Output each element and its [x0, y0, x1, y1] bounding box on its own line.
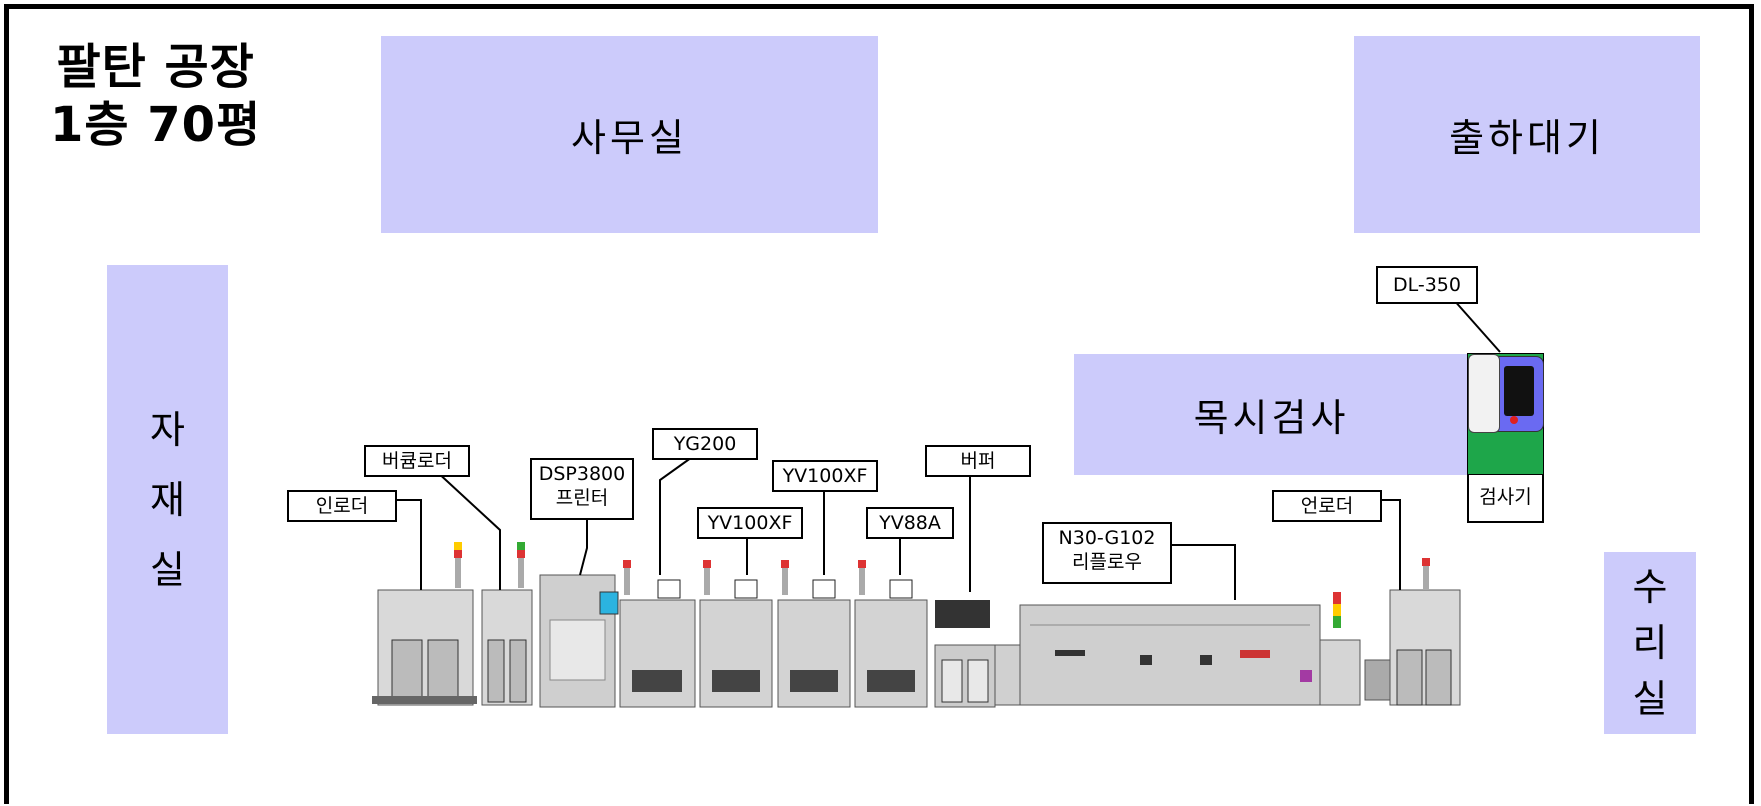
material-char-3: 실: [150, 547, 185, 592]
inspector-label: 검사기: [1467, 475, 1544, 523]
office-room: 사무실: [381, 36, 878, 233]
printer-label: DSP3800 프린터: [530, 458, 634, 520]
title-line-1: 팔탄 공장: [56, 39, 255, 95]
mounter-yv100xf-a: [699, 560, 773, 708]
repair-char-1: 수: [1632, 565, 1668, 609]
visual-inspection-room: 목시검사: [1074, 354, 1469, 475]
mounter-yg200: [619, 560, 696, 708]
inspector-model-label: DL-350: [1376, 266, 1478, 304]
material-char-2: 재: [150, 477, 185, 522]
inspector-light: [1510, 416, 1518, 424]
factory-frame: [4, 4, 1754, 804]
material-char-1: 자: [150, 407, 185, 452]
yv100xf-b-label: YV100XF: [697, 507, 803, 539]
shipping-label: 출하대기: [1449, 116, 1605, 160]
shipping-room: 출하대기: [1354, 36, 1700, 233]
mounter-yv100xf-b: [777, 560, 851, 708]
yv88a-label: YV88A: [866, 507, 954, 539]
vacuum-loader-machine: [481, 542, 533, 706]
in-loader-machine: [372, 542, 477, 706]
material-room: 자 재 실: [107, 265, 228, 734]
buffer-machine: [934, 600, 996, 708]
inspector-door: [1468, 354, 1500, 433]
buffer-label: 버퍼: [925, 445, 1031, 477]
repair-room: 수 리 실: [1604, 552, 1696, 734]
repair-char-3: 실: [1632, 677, 1668, 721]
repair-char-2: 리: [1632, 621, 1668, 665]
in-loader-label: 인로더: [287, 490, 397, 522]
page-title: 팔탄 공장 1층 70평: [50, 38, 261, 154]
printer-machine: [539, 574, 619, 708]
unloader-machine: [1364, 558, 1461, 706]
vacuum-loader-label: 버큠로더: [364, 445, 470, 477]
inspector-machine: [1467, 353, 1544, 475]
reflow-label: N30-G102 리플로우: [1042, 522, 1172, 584]
inspector-screen: [1504, 366, 1534, 416]
mounter-yv88a: [854, 560, 928, 708]
office-label: 사무실: [571, 116, 688, 160]
title-line-2: 1층 70평: [50, 97, 262, 153]
yg200-label: YG200: [652, 428, 758, 460]
unloader-label: 언로더: [1272, 490, 1382, 522]
reflow-machine: [994, 592, 1361, 706]
visual-inspection-label: 목시검사: [1193, 396, 1350, 440]
yv100xf-a-label: YV100XF: [772, 460, 878, 492]
